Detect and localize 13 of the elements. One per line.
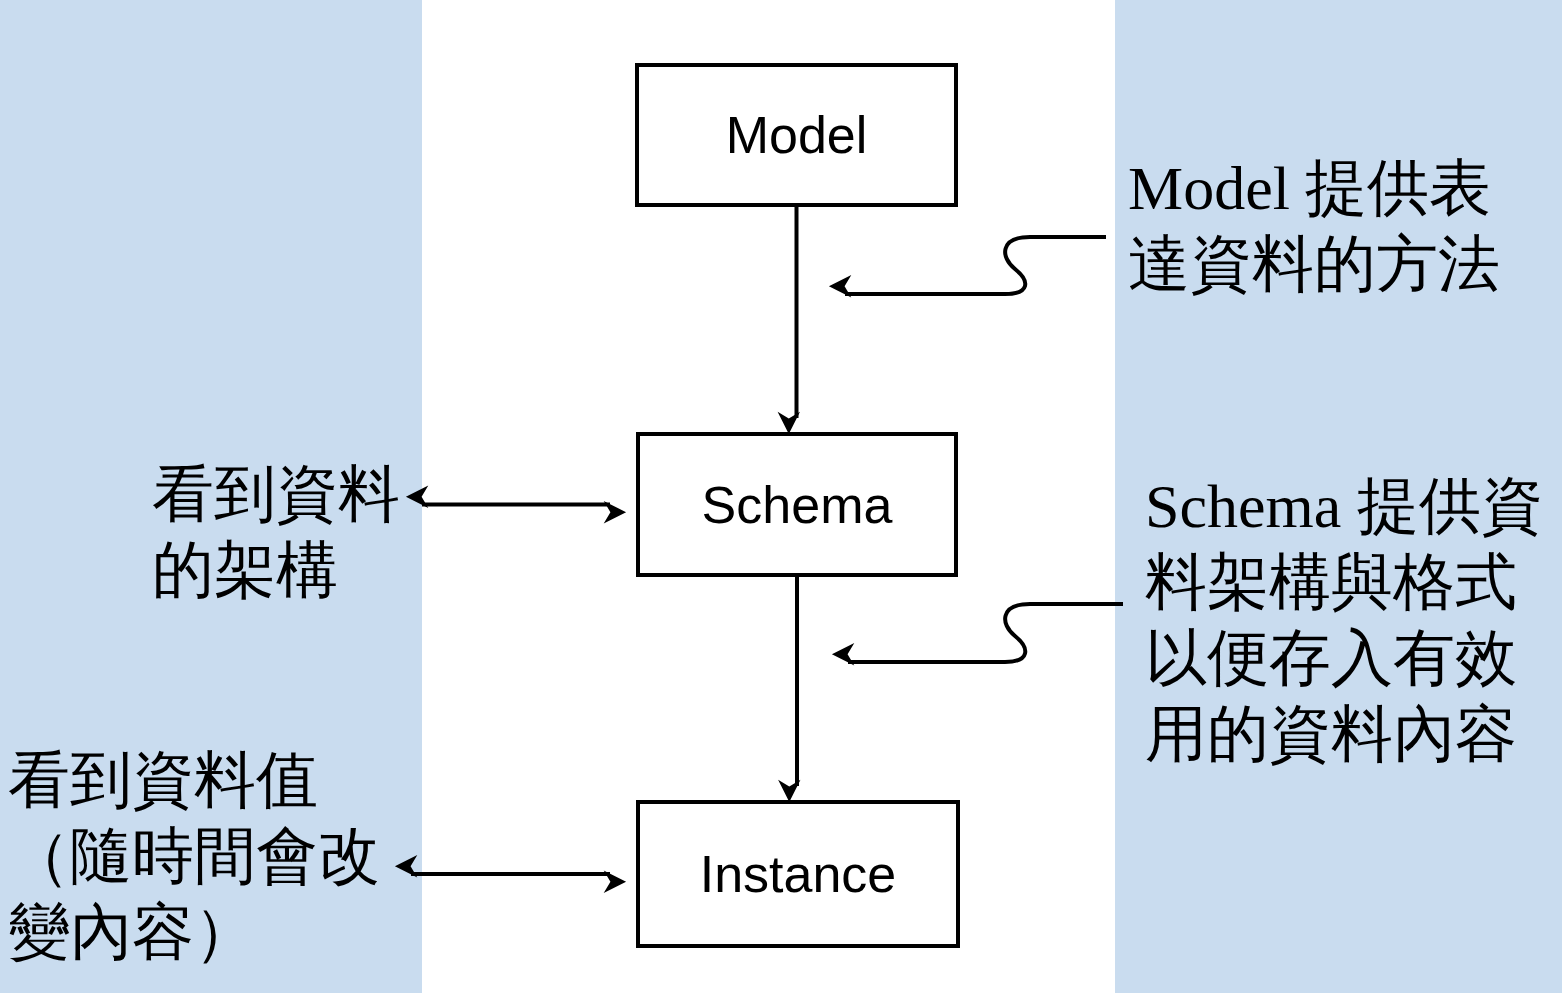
annotation-text: Schema 提供資料架構與格式以便存入有效用的資料內容: [1145, 468, 1562, 772]
annotation-text: Model 提供表達資料的方法: [1128, 150, 1548, 302]
arrow: [831, 602, 1123, 666]
annotation-text: 看到資料值（隨時間會改變內容）: [8, 742, 403, 970]
arrow: [828, 235, 1106, 298]
annotation-text: 看到資料的架構: [152, 456, 414, 608]
arrow: [778, 577, 801, 803]
process-box: Instance: [636, 800, 960, 948]
arrow: [777, 207, 800, 435]
process-box: Model: [635, 63, 958, 207]
process-box: Schema: [636, 432, 958, 577]
arrow: [394, 855, 627, 893]
arrow: [405, 485, 627, 524]
